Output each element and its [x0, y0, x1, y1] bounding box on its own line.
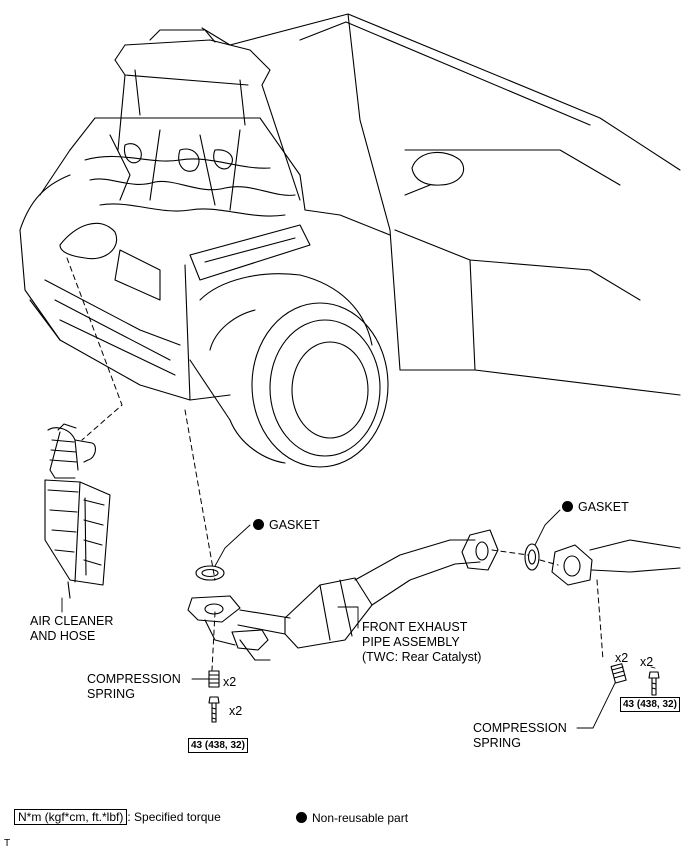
- gasket-left-label: GASKET: [253, 518, 320, 533]
- air-cleaner-drawing: [44, 423, 111, 599]
- spring-left-quantity: x2: [223, 675, 237, 689]
- gasket-right-ring: [524, 543, 540, 571]
- spring-right-drawing: [610, 663, 627, 684]
- exhaust-pipe-drawing: [187, 529, 499, 661]
- bolt-left-quantity: x2: [229, 704, 243, 718]
- non-reusable-marker-icon: [253, 519, 264, 530]
- leader-lines: [61, 509, 656, 729]
- vehicle-outline: [19, 13, 681, 468]
- spring-right-quantity: x2: [615, 651, 629, 665]
- bolt-left-drawing: [208, 696, 220, 723]
- torque-spec-left: 43 (438, 32): [188, 738, 248, 753]
- gasket-left-ring: [195, 565, 225, 581]
- legend-non-reusable: Non-reusable part: [296, 811, 408, 826]
- tailpipe-drawing: [551, 539, 681, 586]
- bolt-right-drawing: [648, 671, 660, 696]
- legend-torque-unit-box: N*m (kgf*cm, ft.*lbf): [14, 809, 128, 825]
- spring-left-drawing: [208, 670, 220, 688]
- legend-torque-text: : Specified torque: [127, 810, 221, 824]
- air-cleaner-label: AIR CLEANER AND HOSE: [30, 614, 114, 643]
- non-reusable-marker-icon: [562, 501, 573, 512]
- gasket-right-label: GASKET: [562, 500, 629, 515]
- non-reusable-marker-icon: [296, 812, 307, 823]
- compression-spring-right-label: COMPRESSION SPRING: [473, 721, 567, 750]
- corner-mark: T: [4, 838, 11, 849]
- callout-dashed-lines: [66, 257, 604, 671]
- legend-torque: N*m (kgf*cm, ft.*lbf): Specified torque: [14, 809, 221, 825]
- exhaust-pipe-label: FRONT EXHAUST PIPE ASSEMBLY (TWC: Rear C…: [362, 620, 482, 664]
- torque-spec-right: 43 (438, 32): [620, 697, 680, 712]
- compression-spring-left-label: COMPRESSION SPRING: [87, 672, 181, 701]
- bolt-right-quantity: x2: [640, 655, 654, 669]
